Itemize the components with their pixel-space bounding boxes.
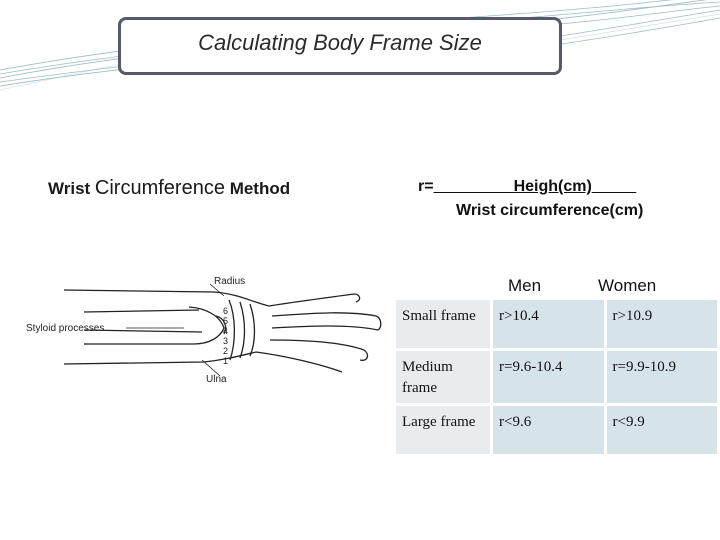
- bone-numbers: 6 5 4 3 2 1: [223, 306, 228, 366]
- wrist-diagram: 6 5 4 3 2 1 Radius Styloid processes Uln…: [24, 272, 388, 386]
- row-label-medium: Medium frame: [396, 351, 490, 403]
- column-header-men: Men: [508, 276, 542, 295]
- svg-text:2: 2: [223, 346, 228, 356]
- radius-label: Radius: [214, 276, 245, 287]
- cell-women-large: r<9.9: [606, 406, 717, 454]
- svg-text:3: 3: [223, 336, 228, 346]
- svg-text:5: 5: [223, 316, 228, 326]
- ulna-label: Ulna: [206, 374, 227, 385]
- formula-denominator: Wrist circumference(cm): [456, 202, 644, 219]
- cell-women-small: r>10.9: [606, 300, 717, 348]
- frame-size-table: Small frame r>10.4 r>10.9 Medium frame r…: [393, 297, 720, 457]
- cell-men-small: r>10.4: [493, 300, 604, 348]
- table-row: Large frame r<9.6 r<9.9: [396, 406, 717, 454]
- method-heading: Wrist Circumference Method: [48, 177, 290, 200]
- formula-lhs: r=: [418, 178, 434, 195]
- method-heading-part3: Method: [224, 179, 291, 198]
- title-box: Calculating Body Frame Size: [118, 17, 562, 75]
- wrist-illustration: 6 5 4 3 2 1 Radius Styloid processes Uln…: [26, 276, 382, 385]
- formula-numerator: Heigh(cm): [513, 178, 592, 195]
- svg-text:4: 4: [223, 326, 228, 336]
- cell-women-medium: r=9.9-10.9: [606, 351, 717, 403]
- method-heading-part2: Circumference: [94, 177, 225, 199]
- page-title: Calculating Body Frame Size: [198, 30, 482, 55]
- svg-text:6: 6: [223, 306, 228, 316]
- formula-numerator-line: r= Heigh(cm): [418, 178, 636, 196]
- table-row: Small frame r>10.4 r>10.9: [396, 300, 717, 348]
- svg-text:1: 1: [223, 356, 228, 366]
- row-label-large: Large frame: [396, 406, 490, 454]
- table-row: Medium frame r=9.6-10.4 r=9.9-10.9: [396, 351, 717, 403]
- cell-men-large: r<9.6: [493, 406, 604, 454]
- column-header-women: Women: [598, 276, 657, 295]
- styloid-label: Styloid processes: [26, 323, 104, 334]
- method-heading-part1: Wrist: [48, 179, 95, 198]
- cell-men-medium: r=9.6-10.4: [493, 351, 604, 403]
- row-label-small: Small frame: [396, 300, 490, 348]
